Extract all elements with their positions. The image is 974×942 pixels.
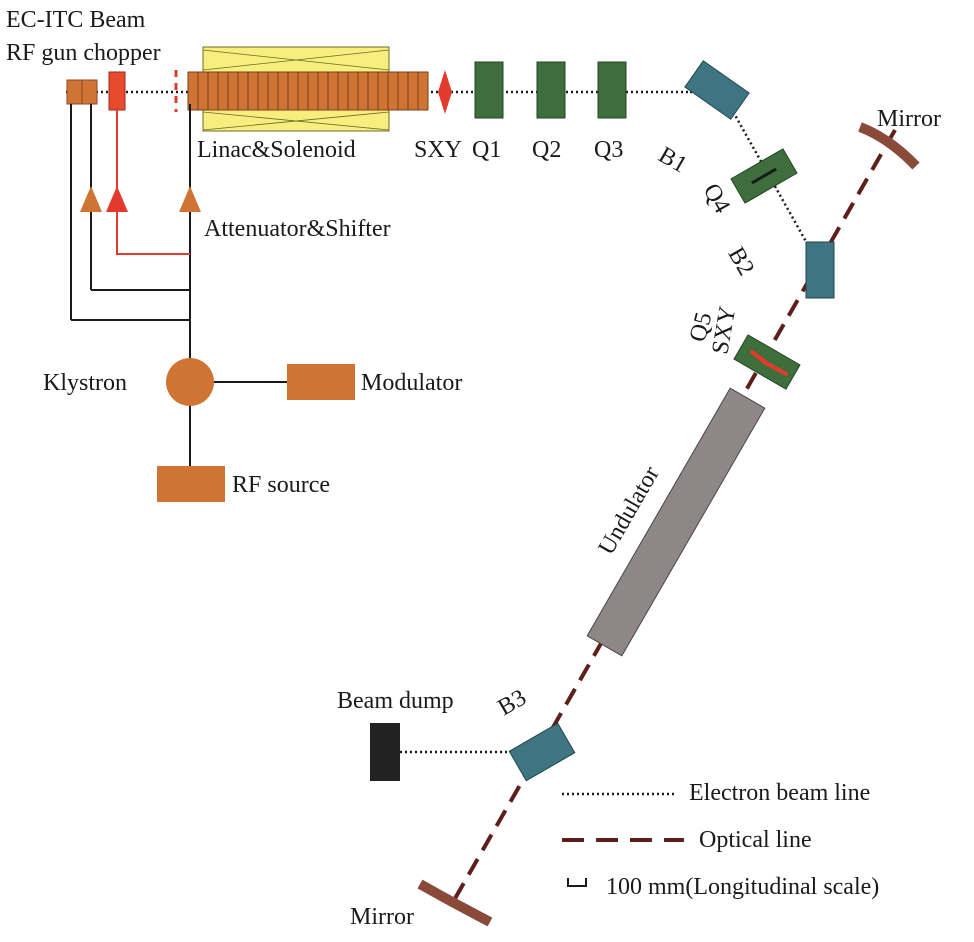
quad-q2 [536, 61, 566, 119]
label-linac-solenoid: Linac&Solenoid [197, 137, 356, 163]
rf-source [157, 466, 225, 502]
label-beam-dump: Beam dump [337, 688, 454, 714]
klystron [166, 358, 214, 406]
quad-q4 [730, 148, 798, 204]
title-line-2: RF gun chopper [6, 40, 161, 66]
title-line-1: EC-ITC Beam [6, 7, 146, 33]
rf-chopper-line [116, 110, 190, 255]
beam-dump [370, 723, 400, 781]
label-modulator: Modulator [361, 370, 462, 396]
legend-optical-label: Optical line [699, 827, 812, 853]
label-q4: Q4 [698, 179, 735, 217]
linac-solenoid [187, 46, 429, 132]
legend: Electron beam line Optical line 100 mm(L… [562, 780, 879, 900]
label-q1: Q1 [472, 137, 501, 163]
label-b3: B3 [494, 685, 531, 722]
attenuator-1 [80, 186, 102, 212]
attenuator-3 [179, 186, 201, 212]
label-klystron: Klystron [43, 370, 127, 396]
label-b2: B2 [723, 243, 760, 280]
label-q3: Q3 [594, 137, 623, 163]
modulator [287, 364, 355, 400]
attenuator-2 [106, 186, 128, 212]
bend-b2 [805, 241, 835, 299]
quad-q3 [597, 61, 627, 119]
label-q2: Q2 [532, 137, 561, 163]
chopper [108, 71, 126, 111]
label-b1: B1 [654, 142, 691, 179]
label-rf-source: RF source [232, 472, 330, 498]
mirror-bottom [417, 879, 493, 927]
label-mirror-top: Mirror [877, 106, 941, 132]
legend-electron-label: Electron beam line [689, 780, 870, 806]
mirror-top [858, 122, 920, 170]
undulator [586, 387, 766, 657]
bend-b1 [684, 60, 750, 120]
legend-scale-label: 100 mm(Longitudinal scale) [606, 874, 879, 900]
label-mirror-bottom: Mirror [350, 904, 414, 930]
quad-q1 [474, 61, 504, 119]
legend-scale-bar [567, 878, 587, 887]
label-sxy-2: SXY [707, 304, 741, 356]
bend-b3 [508, 722, 576, 782]
sxy-steerer-1 [438, 70, 452, 114]
sxy-steerer-2 [750, 350, 788, 376]
label-sxy-1: SXY [414, 137, 462, 163]
label-attenuator: Attenuator&Shifter [204, 216, 391, 242]
